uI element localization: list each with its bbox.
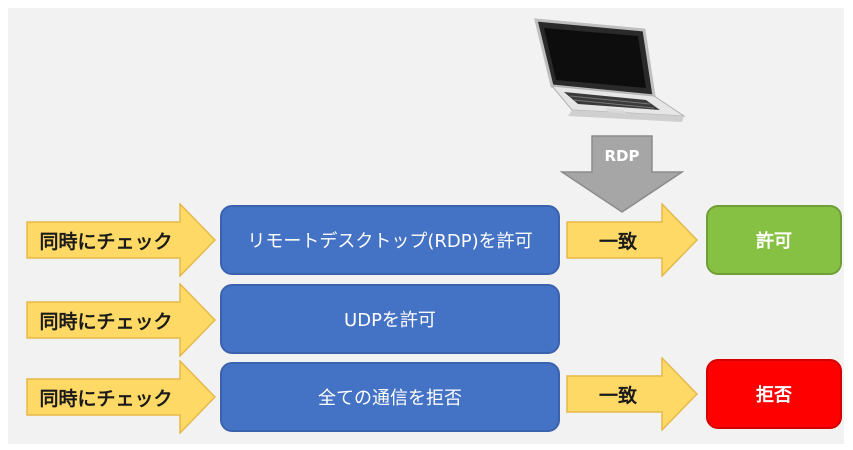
rule-deny-all: 全ての通信を拒否	[220, 362, 560, 432]
match-label: 一致	[598, 230, 637, 253]
input-arrow-3: 同時にチェック	[26, 360, 216, 434]
result-allow: 許可	[706, 205, 842, 275]
rule-allow-rdp: リモートデスクトップ(RDP)を許可	[220, 205, 560, 275]
laptop-icon	[528, 14, 688, 142]
input-arrow-label: 同時にチェック	[39, 310, 173, 333]
input-arrow-1: 同時にチェック	[26, 203, 216, 277]
rule-allow-udp: UDPを許可	[220, 284, 560, 354]
rdp-label: RDP	[604, 147, 640, 165]
input-arrow-label: 同時にチェック	[39, 230, 173, 253]
match-arrow-2: 一致	[566, 357, 698, 431]
input-arrow-label: 同時にチェック	[39, 387, 173, 410]
input-arrow-2: 同時にチェック	[26, 283, 216, 357]
match-arrow-1: 一致	[566, 203, 698, 277]
match-label: 一致	[598, 384, 637, 407]
result-deny: 拒否	[706, 359, 842, 429]
rdp-traffic-arrow: RDP	[560, 134, 684, 214]
